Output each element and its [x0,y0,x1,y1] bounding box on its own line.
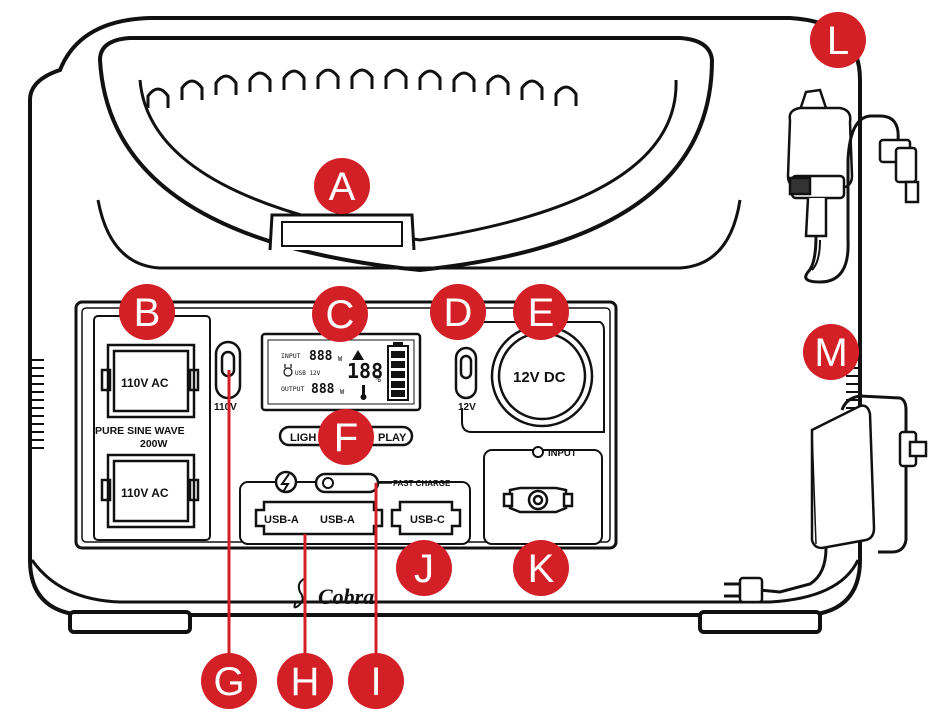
usb-c-port[interactable] [390,500,462,536]
svg-text:B: B [134,291,161,335]
usb-a-2-label: USB-A [320,514,355,526]
carry-handle [96,36,742,273]
lcd-output-unit: W [340,388,345,396]
ac-outlet-bottom-label: 110V AC [121,486,169,500]
svg-text:C: C [326,293,355,337]
light-button-label-left: LIGH [290,432,316,444]
callout-c: C [312,286,368,342]
callout-f: F [318,409,374,465]
lcd-usb-label: USB 12V [295,370,321,377]
svg-text:I: I [370,660,381,704]
dc-power-switch[interactable] [454,346,478,400]
dc-socket[interactable] [490,324,594,428]
dc-switch-label: 12V [458,402,476,413]
callout-e: E [513,284,569,340]
battery-level-icon [387,342,409,401]
lcd-input-unit: W [338,355,343,363]
svg-text:J: J [414,547,434,591]
lcd-output-value: 888 [311,382,335,397]
callout-l: L [810,12,866,68]
car-charger-cable-illustration [786,88,920,284]
leader-lines [227,370,378,660]
ac-adapter-illustration [724,394,928,604]
svg-text:L: L [827,19,849,63]
lcd-percent-value: 188 [347,359,383,383]
cobra-logo-mark [293,577,307,609]
thermometer-icon [360,385,367,400]
input-label: INPUT [548,448,577,459]
brand-logo: Cobra [318,584,374,609]
usb-plug-icon [283,364,293,377]
callout-b: B [119,284,175,340]
lcd-input-value: 888 [309,349,333,364]
ac-outlet-bottom[interactable] [100,453,200,529]
svg-text:K: K [528,547,555,591]
svg-text:F: F [334,416,358,460]
callout-h: H [277,653,333,709]
svg-text:D: D [444,291,473,335]
warning-triangle-icon [352,350,364,360]
usb-a-port-group[interactable] [254,500,384,536]
callout-a: A [314,158,370,214]
callout-g: G [201,653,257,709]
pure-sine-label: PURE SINE WAVE [95,425,185,437]
svg-text:G: G [213,660,244,704]
lcd-percent-unit: % [375,374,381,385]
callout-i: I [348,653,404,709]
callout-k: K [513,540,569,596]
lcd-output-label: OUTPUT [281,385,305,393]
lightning-bolt-icon [274,470,298,494]
dc-input-port[interactable] [502,486,574,514]
ac-outlet-top[interactable] [100,343,200,419]
dc-bay [446,321,605,433]
lcd-input-label: INPUT [281,352,301,360]
light-button-label-right: PLAY [378,432,407,444]
watt-label: 200W [140,438,168,450]
callout-m: M [803,324,859,380]
svg-text:H: H [291,660,320,704]
callout-j: J [396,540,452,596]
fast-charge-toggle[interactable] [314,472,380,494]
callout-d: D [430,284,486,340]
input-indicator-led [532,446,544,458]
fast-charge-label: FAST CHARGE [393,479,451,488]
usb-a-1-label: USB-A [264,514,299,526]
ac-switch-label: 110V [214,402,237,413]
ac-outlet-top-label: 110V AC [121,376,169,390]
svg-text:E: E [528,291,555,335]
svg-text:M: M [814,331,847,375]
dc-socket-label: 12V DC [513,369,566,386]
svg-text:A: A [329,165,356,209]
usb-c-label: USB-C [410,514,445,526]
